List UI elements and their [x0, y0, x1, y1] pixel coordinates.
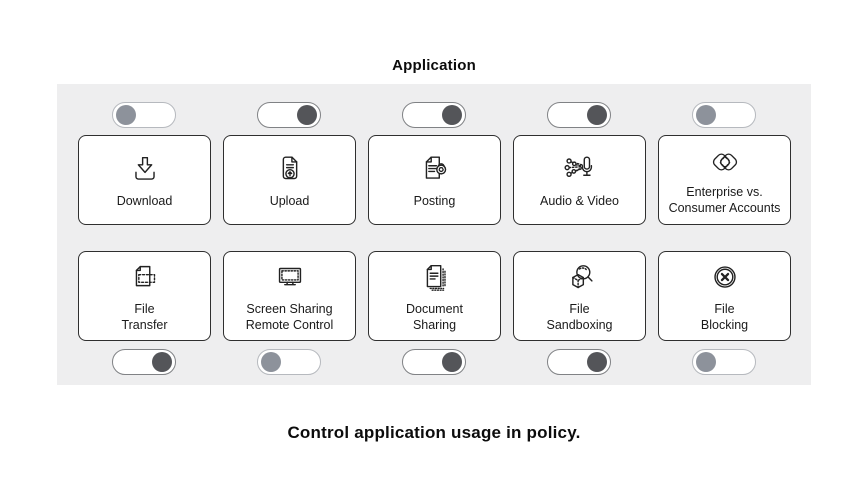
- card-document-sharing: Document Sharing: [368, 251, 501, 341]
- card-label: Posting: [413, 193, 456, 208]
- card-posting: Posting: [368, 135, 501, 225]
- toggle-knob: [261, 352, 282, 372]
- toggle-knob: [297, 105, 318, 125]
- bottom-toggle-row: [78, 349, 790, 375]
- card-row-1: Download Upload: [78, 135, 791, 225]
- enterprise-accounts-icon: [712, 153, 737, 171]
- file-transfer-icon: [135, 265, 155, 287]
- toggle-file-transfer[interactable]: [112, 349, 177, 375]
- card-file-sandboxing: File Sandboxing: [513, 251, 646, 341]
- card-label: Upload: [269, 193, 310, 208]
- toggle-knob: [441, 105, 462, 125]
- audio-video-icon: [563, 156, 592, 177]
- top-toggle-row: [78, 102, 790, 128]
- card-label: Document Sharing: [406, 301, 463, 332]
- download-icon: [134, 156, 155, 180]
- toggle-screen-sharing[interactable]: [257, 349, 322, 375]
- card-upload: Upload: [223, 135, 356, 225]
- toggle-download[interactable]: [112, 102, 177, 128]
- card-file-blocking: File Blocking: [658, 251, 791, 341]
- card-file-transfer: File Transfer: [78, 251, 211, 341]
- file-sandboxing-icon: [571, 265, 593, 289]
- card-download: Download: [78, 135, 211, 225]
- card-screen-sharing: Screen Sharing Remote Control: [223, 251, 356, 341]
- toggle-knob: [441, 352, 462, 372]
- page-title: Application: [392, 57, 476, 74]
- toggle-audio-video[interactable]: [546, 102, 611, 128]
- card-label: File Sandboxing: [546, 301, 613, 332]
- card-label: Enterprise vs. Consumer Accounts: [668, 184, 781, 215]
- toggle-upload[interactable]: [257, 102, 322, 128]
- toggle-knob: [116, 105, 137, 125]
- toggle-knob: [586, 105, 607, 125]
- card-audio-video: Audio & Video: [513, 135, 646, 225]
- card-label: Download: [116, 193, 173, 208]
- toggle-knob: [695, 105, 716, 125]
- toggle-document-sharing[interactable]: [401, 349, 466, 375]
- toggle-file-sandboxing[interactable]: [546, 349, 611, 375]
- file-blocking-icon: [713, 266, 736, 288]
- toggle-posting[interactable]: [401, 102, 466, 128]
- toggle-knob: [695, 352, 716, 372]
- toggle-knob: [152, 352, 173, 372]
- toggle-knob: [586, 352, 607, 372]
- card-label: Audio & Video: [540, 193, 619, 208]
- application-panel: Download Upload: [57, 84, 811, 385]
- card-label: File Transfer: [121, 301, 168, 332]
- card-label: Screen Sharing Remote Control: [245, 301, 334, 332]
- screen-sharing-icon: [278, 267, 301, 286]
- upload-icon: [282, 156, 297, 179]
- caption: Control application usage in policy.: [287, 423, 581, 442]
- card-enterprise-accounts: Enterprise vs. Consumer Accounts: [658, 135, 791, 225]
- toggle-file-blocking[interactable]: [691, 349, 756, 375]
- document-sharing-icon: [426, 264, 446, 291]
- card-label: File Blocking: [700, 301, 749, 332]
- posting-icon: [425, 156, 446, 179]
- card-row-2: File Transfer Screen Sharing Remote Cont…: [78, 251, 791, 341]
- toggle-enterprise-accounts[interactable]: [691, 102, 756, 128]
